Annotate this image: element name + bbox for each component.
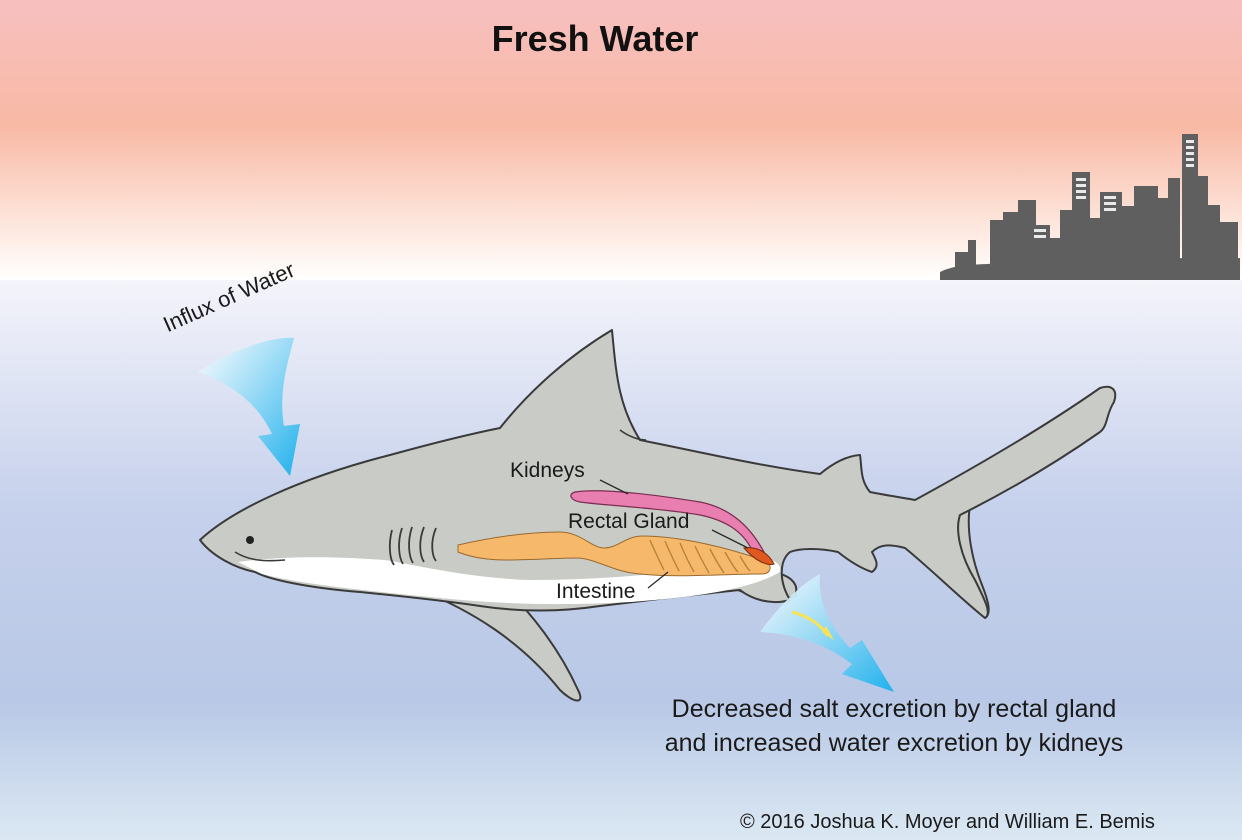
intestine-organ xyxy=(457,531,771,577)
intestine-label: Intestine xyxy=(556,580,636,603)
shark-eye xyxy=(246,536,254,544)
caption-line-2: and increased water excretion by kidneys xyxy=(664,729,1124,757)
rectal-gland-organ xyxy=(743,547,775,565)
caption-line-1: Decreased salt excretion by rectal gland xyxy=(671,695,1117,723)
page-title: Fresh Water xyxy=(491,18,699,59)
rectal-gland-label: Rectal Gland xyxy=(568,510,690,533)
shark-body xyxy=(199,329,1117,619)
organs xyxy=(457,490,775,577)
kidneys-label: Kidneys xyxy=(510,459,585,482)
city-skyline-icon xyxy=(940,134,1240,280)
leader-lines xyxy=(599,479,749,589)
shark-belly xyxy=(238,557,781,605)
copyright-text: © 2016 Joshua K. Moyer and William E. Be… xyxy=(740,811,1155,833)
shark-illustration xyxy=(199,329,1117,702)
excretion-caption: Decreased salt excretion by rectal gland… xyxy=(600,692,1188,760)
influx-arrow-icon xyxy=(198,337,300,476)
excretion-arrow-icon xyxy=(760,574,894,692)
